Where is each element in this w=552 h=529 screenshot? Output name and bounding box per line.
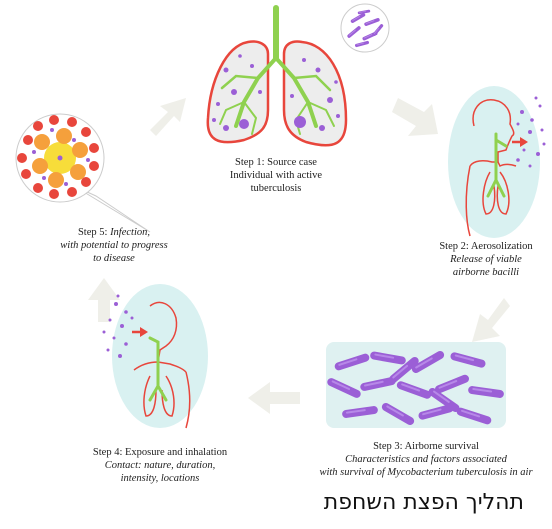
step5-desc-line2: to disease: [44, 252, 184, 265]
step1-desc-line2: tuberculosis: [206, 182, 346, 195]
step5-desc-line1: with potential to progress: [44, 239, 184, 252]
footer-title: תהליך הפצת השחפת: [324, 490, 524, 515]
step2-caption: Step 2: Aerosolization Release of viable…: [420, 240, 552, 279]
aerosolization-figure: [448, 86, 546, 238]
step3-desc-line2: with survival of Mycobacterium tuberculo…: [300, 466, 552, 479]
step5-title-italic: Infection,: [110, 227, 150, 238]
arrow-step3-to-step4: [248, 382, 300, 414]
step4-title: Step 4: Exposure and inhalation: [60, 446, 260, 459]
step3-desc-suffix: in air: [507, 467, 533, 478]
step4-desc-line1: Contact: nature, duration,: [60, 459, 260, 472]
step1-desc-line1: Individual with active: [206, 169, 346, 182]
step5-title-prefix: Step 5:: [78, 227, 110, 238]
step4-caption: Step 4: Exposure and inhalation Contact:…: [60, 446, 260, 485]
step3-title: Step 3: Airborne survival: [300, 440, 552, 453]
arrow-step1-to-step2: [392, 98, 438, 136]
airborne-bacilli-cluster: [326, 342, 506, 428]
right-lung: [284, 42, 346, 146]
arrow-step5-to-step1: [150, 98, 186, 136]
step2-desc-line1: Release of viable: [420, 253, 552, 266]
step3-desc-line1: Characteristics and factors associated: [300, 453, 552, 466]
step2-desc-line2: airborne bacilli: [420, 266, 552, 279]
step4-desc-line2: intensity, locations: [60, 472, 260, 485]
step2-title: Step 2: Aerosolization: [420, 240, 552, 253]
inhalation-figure: [103, 284, 209, 428]
infection-callout: [16, 114, 150, 232]
bacilli-zoom-bubble: [341, 4, 389, 52]
step5-title: Step 5: Infection,: [44, 226, 184, 239]
step3-desc-prefix: with survival of: [319, 467, 387, 478]
arrow-step2-to-step3: [472, 298, 510, 342]
step1-title: Step 1: Source case: [206, 156, 346, 169]
step5-caption: Step 5: Infection, with potential to pro…: [44, 226, 184, 265]
lungs-illustration: [208, 8, 346, 145]
arrow-step4-to-step5: [88, 278, 120, 322]
step1-caption: Step 1: Source case Individual with acti…: [206, 156, 346, 195]
step3-desc-organism: Mycobacterium tuberculosis: [387, 467, 506, 478]
step3-caption: Step 3: Airborne survival Characteristic…: [300, 440, 552, 479]
